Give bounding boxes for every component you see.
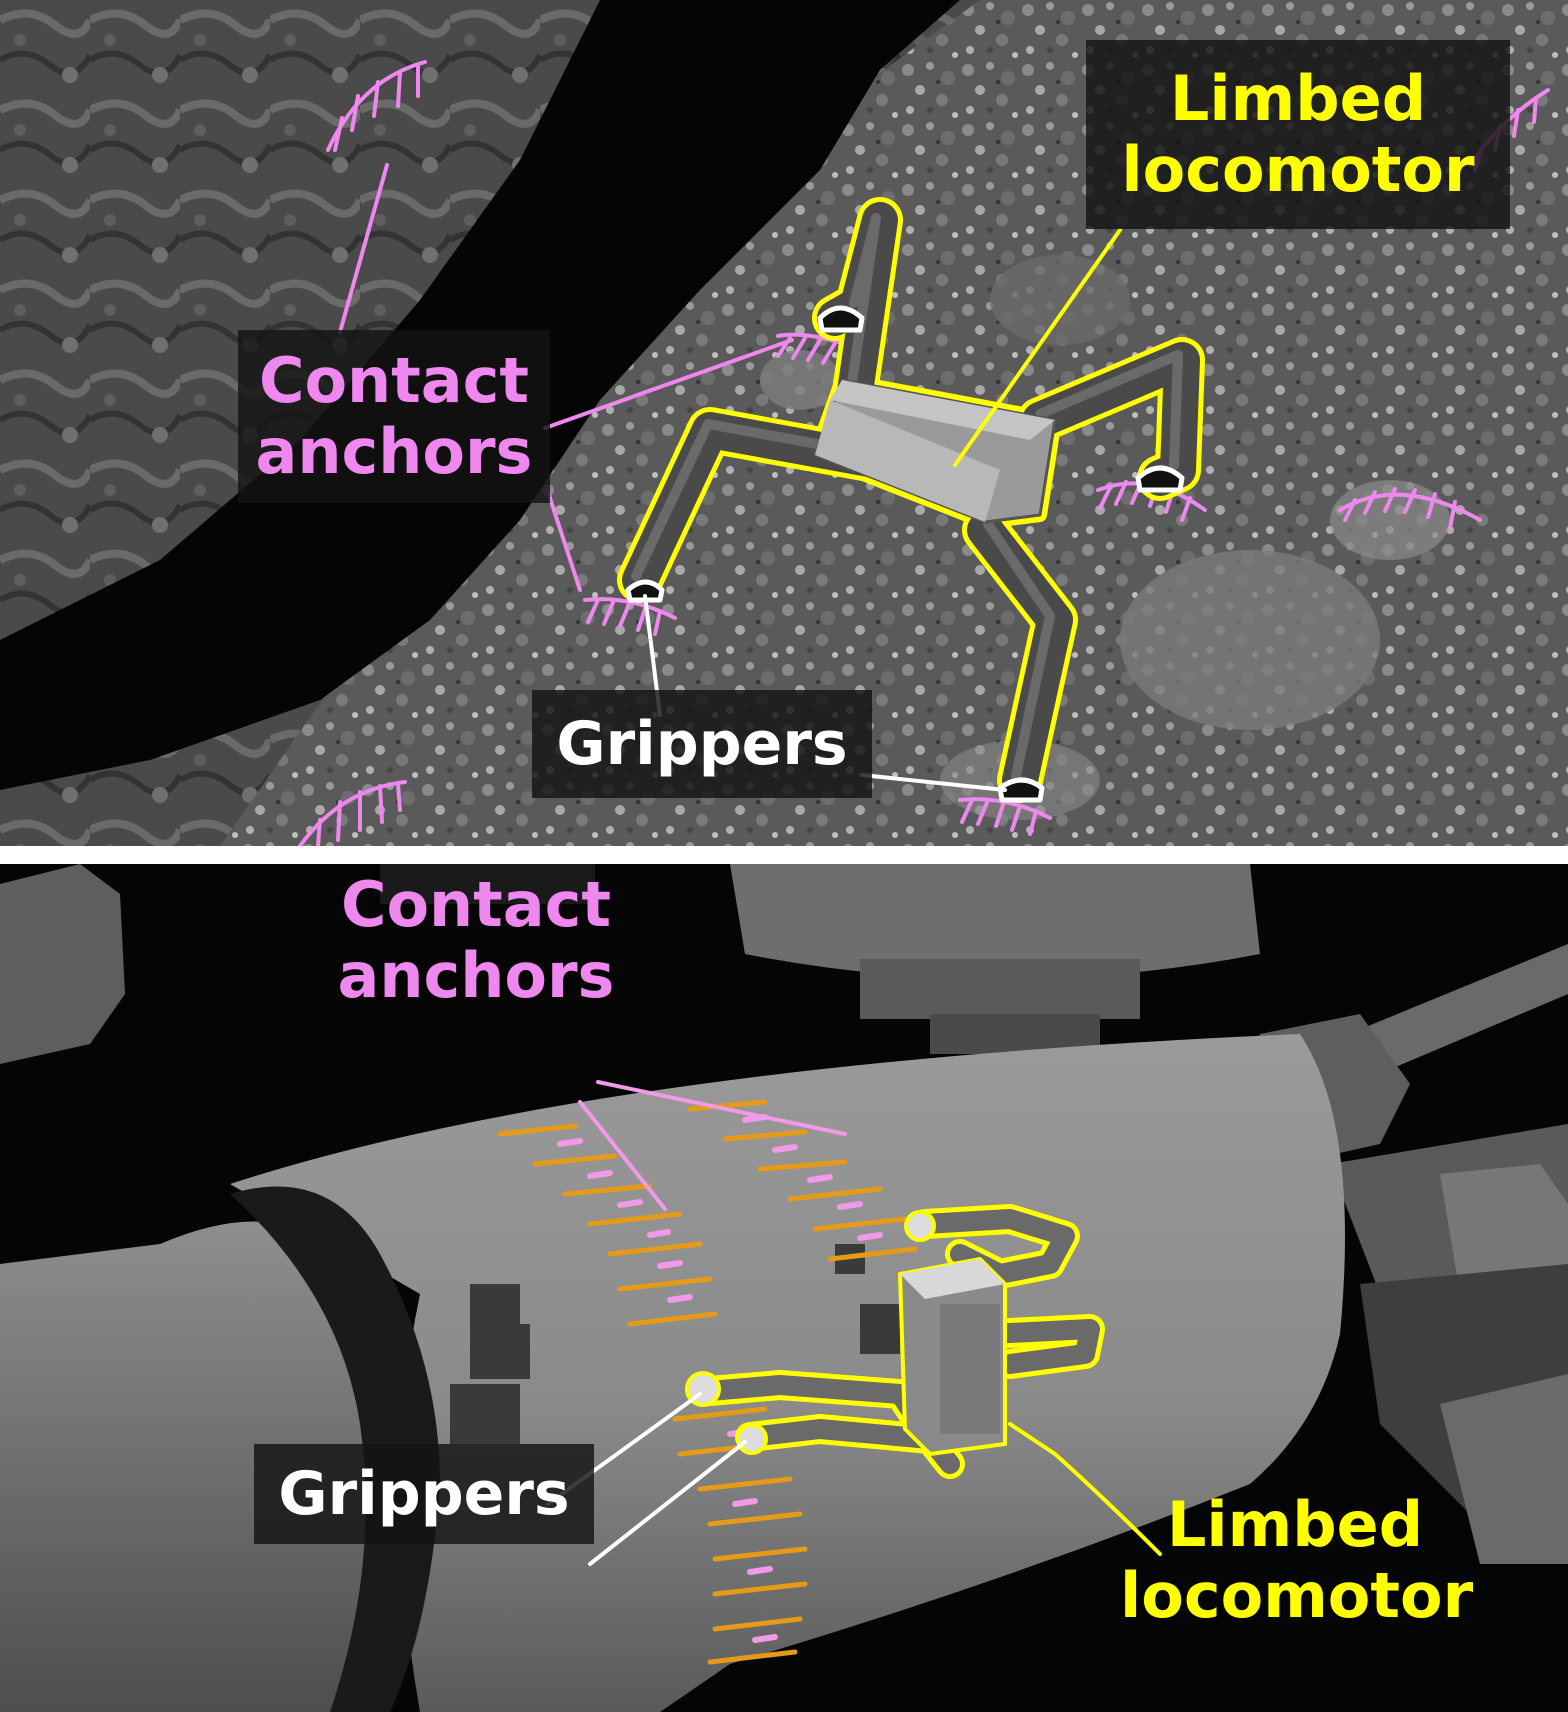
contact-anchor-leader	[596, 1080, 847, 1136]
contact-anchor-hatches	[298, 60, 1550, 846]
bottom-limbed-locomotor-label: Limbed locomotor	[1120, 1488, 1474, 1632]
gripper-leader	[588, 1440, 747, 1566]
gripper-feet	[625, 305, 1185, 803]
bottom-limbed-locomotor-line1: Limbed	[1166, 1488, 1424, 1561]
top-grippers-label: Grippers	[532, 690, 872, 799]
left-big-module	[0, 1221, 432, 1712]
contact-anchor-leader	[546, 490, 582, 592]
locomotor-leader	[953, 228, 1122, 467]
gripper	[736, 1423, 768, 1455]
bottom-grippers-text: Grippers	[278, 1459, 570, 1529]
bottom-contact-anchors-line2: anchors	[337, 938, 615, 1012]
right-truss-structure	[1240, 944, 1568, 1564]
top-limbed-locomotor-line2: locomotor	[1121, 132, 1475, 206]
gripper	[997, 777, 1045, 803]
module-ring-shadow	[230, 1186, 440, 1712]
locomotor-leader	[1008, 1422, 1162, 1556]
contact-anchor	[1338, 487, 1482, 530]
top-contact-anchors-label: Contact anchors	[238, 330, 550, 504]
top-grippers-text: Grippers	[556, 709, 848, 779]
bottom-panel-space-station-scene: Contact anchors Grippers Limbed locomoto…	[0, 864, 1568, 1712]
contact-anchor-leader	[578, 1100, 667, 1211]
gripper-leader	[860, 773, 1007, 792]
gripper	[904, 1210, 936, 1242]
left-module-top	[0, 864, 125, 1064]
top-contact-anchors-line2: anchors	[255, 414, 533, 488]
bottom-limbed-locomotor-line2: locomotor	[1120, 1558, 1474, 1632]
bottom-grippers-label: Grippers	[254, 1444, 594, 1545]
boulder	[1330, 480, 1450, 560]
top-contact-anchors-line1: Contact	[258, 344, 530, 417]
top-leader-lines	[338, 163, 1122, 792]
gripper	[625, 579, 665, 603]
contact-anchor	[326, 60, 427, 152]
contact-anchor	[298, 780, 407, 846]
contact-anchor-leader	[338, 163, 389, 334]
bottom-contact-anchors-label: Contact anchors	[326, 864, 626, 1022]
top-panel-asteroid-scene: Limbed locomotor Contact anchors Gripper…	[0, 0, 1568, 846]
boulder	[1120, 550, 1380, 730]
top-limbed-locomotor-line1: Limbed	[1169, 62, 1427, 135]
bottom-contact-anchors-line1: Contact	[340, 868, 612, 941]
bottom-leader-lines	[546, 1080, 1162, 1566]
gripper	[817, 305, 865, 333]
bottom-limbed-locomotor-robot	[695, 1204, 1105, 1479]
top-limbed-locomotor-label: Limbed locomotor	[1086, 40, 1510, 230]
gripper	[1135, 465, 1185, 493]
limbed-locomotor-robot	[617, 197, 1205, 803]
boulder	[990, 255, 1130, 345]
contact-anchor-leader	[543, 338, 794, 430]
boulder	[760, 350, 840, 410]
